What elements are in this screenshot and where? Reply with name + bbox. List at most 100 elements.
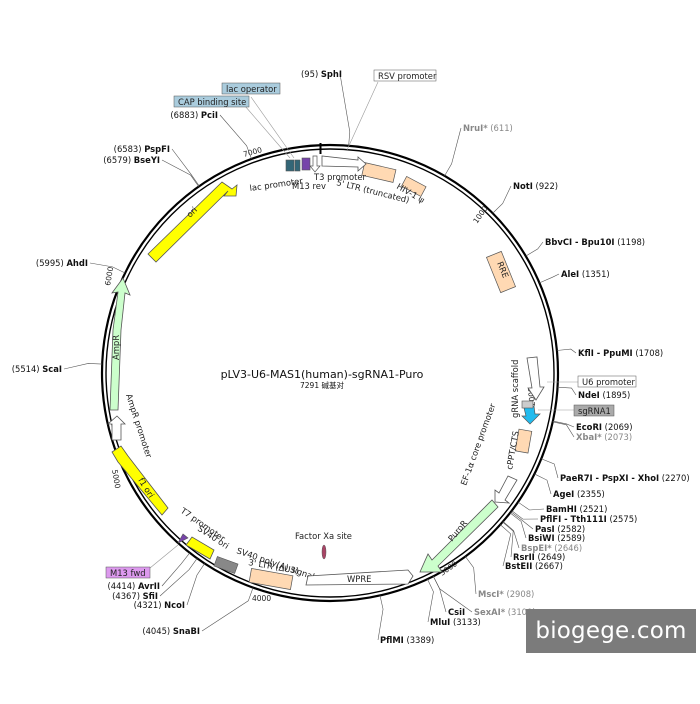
site-rsrii[interactable]: RsrII (2649) (502, 521, 566, 562)
backbone-outer (100, 143, 560, 603)
site-pflfi[interactable]: PflFI - Tth111I (2575) (511, 510, 638, 524)
ori-feature[interactable] (147, 181, 238, 263)
site-label: (4367) SfiI (112, 591, 158, 601)
lac-operator-leader (250, 96, 295, 159)
site-kfli[interactable]: KflI - PpuMI (1708) (556, 348, 663, 358)
site-leader (433, 576, 447, 613)
sv40-ori-feature[interactable] (185, 536, 215, 560)
site-ecori[interactable]: EcoRI (2069) (552, 420, 633, 432)
ampr-label: AmpR (111, 335, 121, 360)
site-leader (492, 185, 512, 214)
cap-binding-leader (244, 105, 291, 159)
ampr-feature[interactable] (109, 277, 131, 411)
site-agei[interactable]: AgeI (2355) (534, 473, 605, 499)
ef1a-label: EF-1α core promoter (458, 402, 497, 487)
site-paer7i[interactable]: PaeR7I - PspXI - XhoI (2270) (541, 458, 690, 483)
site-label: (5995) AhdI (36, 258, 88, 268)
t3-promoter-label: T3 promoter (313, 172, 367, 182)
lac-operator-feature[interactable] (294, 159, 301, 172)
site-bamhi[interactable]: BamHI (2521) (517, 501, 607, 514)
sgrna1-feature[interactable] (521, 405, 541, 425)
site-layer: (95) SphI NruI* (611) NotI (922) BbvCI - Bp… (12, 69, 690, 645)
site-pcii[interactable]: (6883) PciI (170, 110, 252, 160)
site-mlui[interactable]: MluI (3133) (427, 578, 481, 627)
site-nrui[interactable]: NruI* (611) (444, 123, 513, 177)
site-label: PflFI - Tth111I (2575) (540, 514, 637, 524)
site-label: (4045) SnaBI (142, 626, 200, 636)
rre-feature[interactable] (486, 250, 516, 294)
site-label: PaeR7I - PspXI - XhoI (2270) (560, 473, 690, 483)
puror-feature[interactable] (419, 499, 499, 573)
site-label: EcoRI (2069) (576, 422, 633, 432)
site-leader (427, 578, 434, 623)
t7-promoter-feature[interactable] (177, 533, 189, 544)
rsv-promoter-feature[interactable] (321, 155, 367, 172)
ltr3-feature[interactable] (248, 568, 294, 590)
site-label: PasI (2582) (535, 524, 585, 534)
ef1a-feature[interactable] (494, 475, 518, 504)
u6-promoter-text: U6 promoter (582, 377, 636, 387)
site-ndei[interactable]: NdeI (1895) (557, 386, 631, 400)
wpre-label: WPRE (347, 574, 371, 584)
site-pasi[interactable]: PasI (2582) (510, 511, 585, 534)
cap-binding-text: CAP binding site (178, 97, 246, 107)
site-label: SexAI* (3100) (474, 607, 536, 617)
site-sfii[interactable]: (4367) SfiI (112, 558, 198, 601)
site-ahdi[interactable]: (5995) AhdI (36, 258, 126, 274)
site-sphi[interactable]: (95) SphI (301, 69, 351, 146)
site-bseyi[interactable]: (6579) BseYI (103, 155, 199, 187)
site-label: AgeI (2355) (553, 489, 605, 499)
ampr-promoter-feature[interactable] (106, 415, 126, 441)
ltr5-feature[interactable] (361, 162, 397, 183)
site-bspei[interactable]: BspEI* (2646) (502, 521, 582, 553)
site-label: (4321) NcoI (134, 600, 185, 610)
u6-promoter-feature[interactable] (526, 356, 545, 401)
site-noti[interactable]: NotI (922) (492, 181, 558, 214)
site-snabi[interactable]: (4045) SnaBI (142, 587, 254, 636)
site-leader (465, 556, 477, 595)
cppt-feature[interactable] (514, 428, 533, 454)
site-label: BamHI (2521) (546, 504, 607, 514)
site-bbvci[interactable]: BbvCI - Bpu10I (1198) (525, 237, 645, 257)
sgrna1-text: sgRNA1 (578, 406, 611, 416)
site-csii[interactable]: CsiI (433, 576, 465, 617)
sv40-promoter-box[interactable] (213, 556, 239, 574)
site-alei[interactable]: AleI (1351) (539, 269, 610, 284)
hiv-psi-feature[interactable] (400, 175, 427, 197)
factor-xa-feature[interactable] (321, 544, 327, 560)
tick-label-2000: 2000 (526, 387, 537, 407)
m13-fwd-leader (149, 544, 179, 569)
site-leader (502, 521, 514, 558)
site-msci[interactable]: MscI* (2908) (465, 556, 534, 599)
m13-rev-feature[interactable] (309, 155, 321, 173)
site-label: NruI* (611) (463, 123, 513, 133)
site-pflmi[interactable]: PflMI (3389) (377, 595, 434, 645)
site-sexai[interactable]: SexAI* (3100) (433, 576, 536, 617)
site-bsiwi[interactable]: BsiWI (2589) (509, 512, 585, 543)
site-bsteii[interactable]: BstEII (2667) (500, 524, 563, 571)
site-scai[interactable]: (5514) ScaI (12, 363, 103, 374)
lac-promoter-feature[interactable] (285, 159, 295, 172)
f1-ori-feature[interactable] (111, 445, 169, 516)
site-leader (525, 241, 544, 257)
site-leader (541, 458, 559, 479)
site-label: AleI (1351) (561, 269, 610, 279)
site-label: MscI* (2908) (478, 589, 534, 599)
site-avrii[interactable]: (4414) AvrII (107, 552, 191, 591)
site-pspfi[interactable]: (6583) PspFI (114, 144, 200, 187)
grna-scaffold-box[interactable] (521, 400, 534, 409)
site-label: NdeI (1895) (578, 390, 630, 400)
grna-scaffold-label: gRNA scaffold (510, 360, 520, 418)
site-leader (552, 420, 575, 428)
watermark: biogege.com (526, 609, 696, 653)
site-leader (510, 511, 534, 530)
site-ncoi[interactable]: (4321) NcoI (134, 563, 205, 610)
site-leader (502, 521, 520, 549)
site-leader (159, 558, 198, 597)
site-label: (5514) ScaI (12, 364, 62, 374)
plasmid-size: 7291 碱基对 (300, 380, 344, 390)
site-leader (444, 127, 462, 177)
site-xbai[interactable]: XbaI* (2073) (552, 421, 632, 442)
wpre-feature[interactable] (305, 569, 414, 586)
cap-binding-feature[interactable] (301, 157, 311, 171)
